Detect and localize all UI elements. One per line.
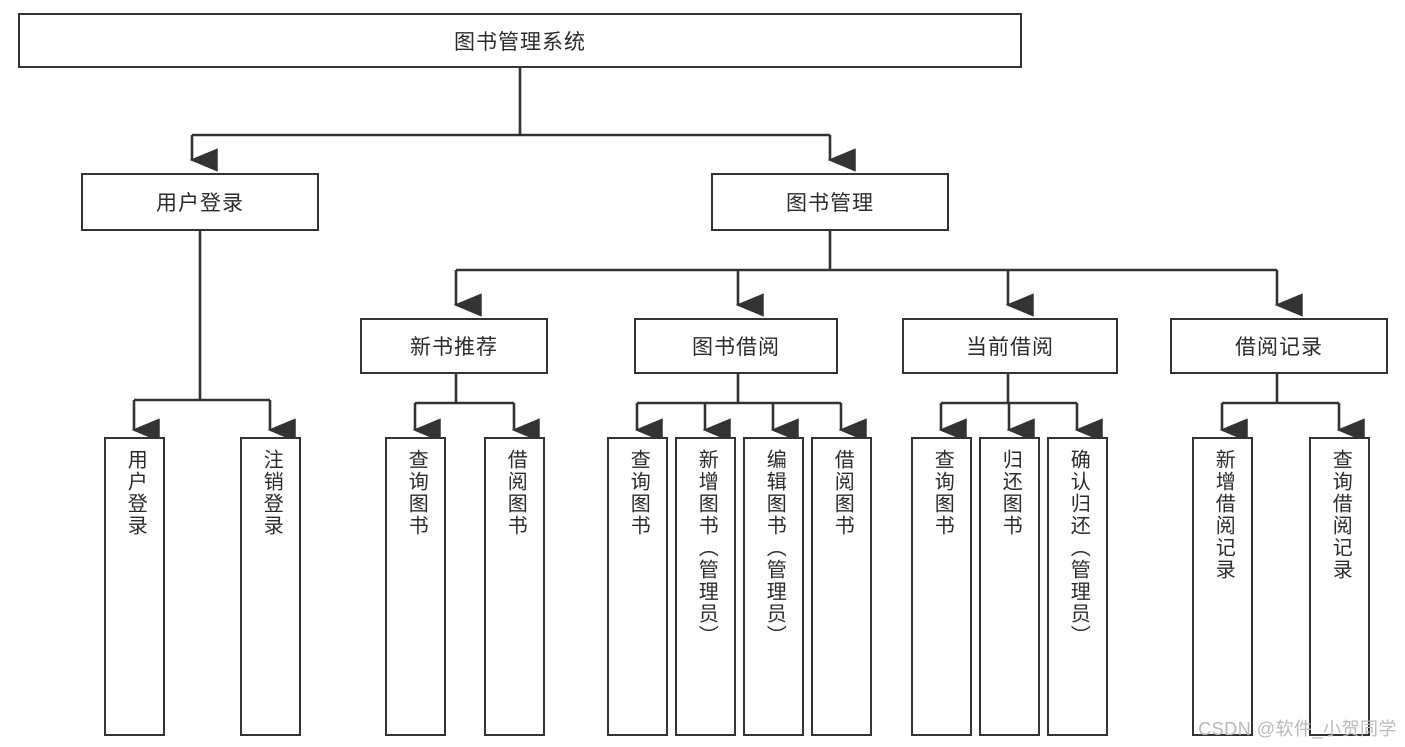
node-current-borrow-label: 当前借阅: [966, 336, 1054, 359]
leaf-label: 注销登录: [260, 449, 283, 537]
leaf-book-borrow-query[interactable]: 查询图书: [607, 437, 668, 736]
leaf-user-login-logout[interactable]: 注销登录: [240, 437, 301, 736]
leaf-book-borrow-borrow[interactable]: 借阅图书: [811, 437, 872, 736]
leaf-current-borrow-return[interactable]: 归还图书: [979, 437, 1040, 736]
leaf-current-borrow-confirm[interactable]: 确认归还（管理员）: [1047, 437, 1108, 736]
leaf-label: 新增图书（管理员）: [695, 449, 718, 647]
node-borrow-record-label: 借阅记录: [1235, 336, 1323, 359]
leaf-label: 新增借阅记录: [1212, 449, 1235, 581]
leaf-new-book-query[interactable]: 查询图书: [385, 437, 446, 736]
leaf-label: 归还图书: [999, 449, 1022, 537]
leaf-borrow-record-add[interactable]: 新增借阅记录: [1192, 437, 1253, 736]
leaf-label: 借阅图书: [831, 449, 854, 537]
node-root[interactable]: 图书管理系统: [18, 13, 1022, 68]
node-book-borrow-label: 图书借阅: [692, 336, 780, 359]
node-new-book-recommend-label: 新书推荐: [410, 336, 498, 359]
leaf-label: 用户登录: [124, 449, 147, 537]
node-user-login[interactable]: 用户登录: [81, 173, 319, 231]
node-root-label: 图书管理系统: [454, 30, 586, 54]
node-current-borrow[interactable]: 当前借阅: [902, 318, 1118, 374]
leaf-book-borrow-add[interactable]: 新增图书（管理员）: [675, 437, 736, 736]
node-book-manage[interactable]: 图书管理: [711, 173, 949, 231]
leaf-borrow-record-query[interactable]: 查询借阅记录: [1309, 437, 1370, 736]
leaf-user-login-login[interactable]: 用户登录: [104, 437, 165, 736]
node-book-borrow[interactable]: 图书借阅: [634, 318, 838, 374]
leaf-book-borrow-edit[interactable]: 编辑图书（管理员）: [743, 437, 804, 736]
csdn-watermark: CSDN @软件_小贺同学: [1198, 719, 1397, 739]
node-book-manage-label: 图书管理: [786, 192, 874, 215]
leaf-label: 借阅图书: [504, 449, 527, 537]
leaf-label: 确认归还（管理员）: [1067, 449, 1090, 647]
leaf-label: 查询图书: [627, 449, 650, 537]
node-user-login-label: 用户登录: [156, 192, 244, 215]
node-new-book-recommend[interactable]: 新书推荐: [360, 318, 548, 374]
leaf-current-borrow-query[interactable]: 查询图书: [911, 437, 972, 736]
leaf-label: 查询图书: [405, 449, 428, 537]
leaf-label: 查询图书: [931, 449, 954, 537]
leaf-new-book-borrow[interactable]: 借阅图书: [484, 437, 545, 736]
leaf-label: 编辑图书（管理员）: [763, 449, 786, 647]
leaf-label: 查询借阅记录: [1329, 449, 1352, 581]
node-borrow-record[interactable]: 借阅记录: [1170, 318, 1388, 374]
